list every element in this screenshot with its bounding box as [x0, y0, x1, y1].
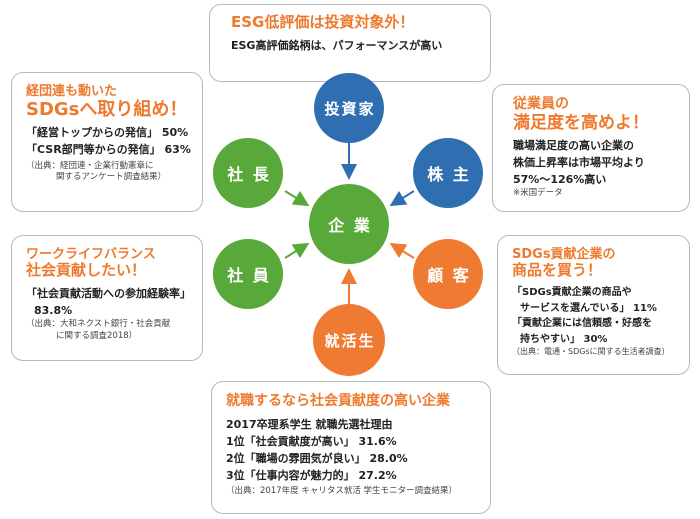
- customer-stat-2-label: 持ちやすい」: [520, 333, 580, 345]
- customer-stat-1-value: 11%: [632, 302, 657, 314]
- arrow-president-to-company: [284, 190, 310, 207]
- shareholder-info-box: 従業員の 満足度を高めよ！ 職場満足度の高い企業の 株価上昇率は市場平均より 5…: [492, 84, 690, 212]
- president-info-box: 経団連も動いた SDGsへ取り組め！ 「経営トップからの発信」 50% 「CSR…: [11, 72, 203, 212]
- employee-box-stat-label: 「社会貢献活動への参加経験率」: [26, 287, 191, 301]
- jobseeker-rank-1: 1位「社会貢献度が高い」 31.6%: [226, 433, 490, 450]
- investor-info-box: ESG低評価は投資対象外！ ESG高評価銘柄は、パフォーマンスが高い: [209, 4, 491, 82]
- president-box-stat-1: 「経営トップからの発信」 50%: [26, 124, 202, 141]
- jobseeker-box-title: 就職するなら社会貢献度の高い企業: [226, 393, 450, 409]
- jobseeker-info-box: 就職するなら社会貢献度の高い企業 2017卒理系学生 就職先選社理由 1位「社会…: [211, 381, 491, 514]
- shareholder-box-note: ※米国データ: [513, 187, 563, 198]
- jobseeker-rank-1-label: 1位「社会貢献度が高い」: [226, 434, 355, 448]
- shareholder-box-text-2: 株価上昇率は市場平均より: [513, 155, 645, 169]
- jobseeker-rank-2: 2位「職場の雰囲気が良い」 28.0%: [226, 450, 490, 467]
- arrow-shareholder-to-company: [389, 190, 415, 207]
- jobseeker-circle: 就活生: [313, 304, 385, 376]
- jobseeker-box-source: （出典：2017年度 キャリタス就活 学生モニター調査結果）: [226, 485, 458, 496]
- jobseeker-rank-2-value: 28.0%: [369, 451, 408, 465]
- president-box-title-1: 経団連も動いた: [26, 84, 118, 99]
- president-stat-2-label: 「CSR部門等からの発信」: [26, 142, 161, 156]
- customer-info-box: SDGs貢献企業の 商品を買う！ 「SDGs貢献企業の商品や サービスを選んでい…: [497, 235, 690, 375]
- shareholder-box-text-1: 職場満足度の高い企業の: [513, 138, 634, 152]
- customer-stat-1-label: サービスを選んでいる」: [520, 302, 630, 314]
- customer-box-title-2: 商品を買う！: [512, 261, 603, 280]
- president-box-title-2: SDGsへ取り組め！: [26, 99, 188, 121]
- employee-info-box: ワークライフバランス 社会貢献したい！ 「社会貢献活動への参加経験率」 83.8…: [11, 235, 203, 361]
- president-box-source-1: （出典：経団連・企業行動憲章に: [26, 160, 154, 171]
- employee-box-title-2: 社会貢献したい！: [26, 261, 147, 280]
- jobseeker-rank-1-value: 31.6%: [358, 434, 397, 448]
- customer-box-stat-1b: サービスを選んでいる」 11%: [512, 301, 689, 317]
- shareholder-box-text-3: 57%〜126%高い: [513, 172, 607, 186]
- president-box-stat-2: 「CSR部門等からの発信」 63%: [26, 141, 202, 158]
- customer-box-title-1: SDGs貢献企業の: [512, 247, 616, 262]
- employee-box-source-2: に関する調査2018）: [56, 330, 138, 341]
- shareholder-box-title-2: 満足度を高めよ！: [513, 112, 649, 133]
- employee-box-title-1: ワークライフバランス: [26, 247, 156, 262]
- president-box-source-2: 関するアンケート調査結果）: [56, 172, 167, 183]
- investor-box-text: ESG高評価銘柄は、パフォーマンスが高い: [231, 38, 443, 52]
- employee-box-source-1: （出典：大和ネクスト銀行・社会貢献: [26, 319, 171, 330]
- jobseeker-rank-3: 3位「仕事内容が魅力的」 27.2%: [226, 467, 490, 484]
- customer-box-source: （出典：電通・SDGsに関する生活者調査）: [512, 347, 670, 357]
- investor-box-title: ESG低評価は投資対象外！: [231, 13, 415, 31]
- customer-stat-2-value: 30%: [583, 333, 608, 345]
- shareholder-box-title-1: 従業員の: [513, 96, 569, 112]
- president-stat-1-value: 50%: [161, 125, 189, 139]
- investor-circle: 投資家: [314, 73, 384, 143]
- president-stat-1-label: 「経営トップからの発信」: [26, 125, 158, 139]
- jobseeker-rank-2-label: 2位「職場の雰囲気が良い」: [226, 451, 366, 465]
- employee-box-stat-value: 83.8%: [34, 304, 73, 318]
- customer-circle: 顧 客: [413, 239, 483, 309]
- jobseeker-rank-3-label: 3位「仕事内容が魅力的」: [226, 468, 355, 482]
- president-circle: 社 長: [213, 138, 283, 208]
- jobseeker-rank-3-value: 27.2%: [358, 468, 397, 482]
- customer-box-stat-2a: 「貢献企業には信頼感・好感を: [512, 318, 652, 330]
- arrow-customer-to-company: [389, 242, 415, 259]
- shareholder-circle: 株 主: [413, 138, 483, 208]
- company-circle: 企 業: [309, 184, 389, 264]
- arrow-employee-to-company: [284, 242, 310, 259]
- customer-box-stat-2b: 持ちやすい」 30%: [512, 332, 689, 348]
- jobseeker-box-subtitle: 2017卒理系学生 就職先選社理由: [226, 417, 393, 431]
- customer-box-stat-1a: 「SDGs貢献企業の商品や: [512, 287, 632, 299]
- employee-circle: 社 員: [213, 239, 283, 309]
- president-stat-2-value: 63%: [164, 142, 191, 156]
